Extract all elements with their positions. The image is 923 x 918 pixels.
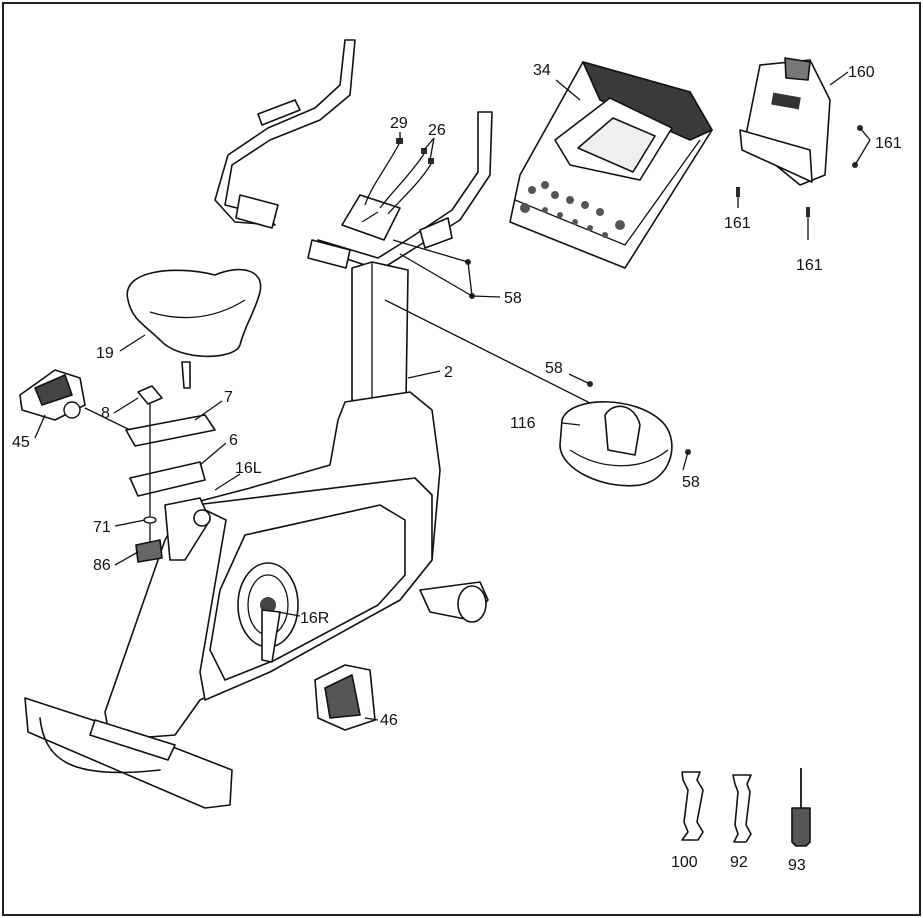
washer-71 xyxy=(143,516,157,524)
label-86: 86 xyxy=(93,557,111,574)
label-6: 6 xyxy=(229,432,238,449)
wrench-92-part xyxy=(732,774,752,843)
label-16L: 16L xyxy=(235,460,262,477)
label-7: 7 xyxy=(224,389,233,406)
label-116: 116 xyxy=(510,415,536,432)
label-46: 46 xyxy=(380,712,398,729)
bottle-holder-part xyxy=(559,401,673,487)
label-160: 160 xyxy=(848,64,875,81)
bolts-29-26 xyxy=(396,138,434,164)
console-part xyxy=(509,61,713,269)
label-2: 2 xyxy=(444,364,453,381)
pedal-left-part xyxy=(19,369,86,421)
label-16R: 16R xyxy=(300,610,329,627)
label-92: 92 xyxy=(730,854,748,871)
label-19: 19 xyxy=(96,345,114,362)
label-93: 93 xyxy=(788,857,806,874)
label-58-handlebar: 58 xyxy=(504,290,522,307)
wrench-100-part xyxy=(681,771,704,841)
label-161-right: 161 xyxy=(875,135,902,152)
pedal-right-part xyxy=(314,664,376,731)
label-34: 34 xyxy=(533,62,551,79)
label-161-bottom: 161 xyxy=(796,257,823,274)
console-bracket-part xyxy=(739,57,831,186)
knob-86 xyxy=(135,539,163,563)
label-8: 8 xyxy=(101,405,110,422)
label-29: 29 xyxy=(390,115,408,132)
label-58-holder-bottom: 58 xyxy=(682,474,700,491)
label-100: 100 xyxy=(671,854,698,871)
handlebar-part xyxy=(214,39,493,271)
label-58-holder-top: 58 xyxy=(545,360,563,377)
label-26: 26 xyxy=(428,122,446,139)
frame-body-part xyxy=(24,391,489,809)
label-45: 45 xyxy=(12,434,30,451)
label-161-left: 161 xyxy=(724,215,751,232)
plate-part-8 xyxy=(137,385,163,405)
screwdriver-93-part xyxy=(791,768,811,847)
seat-part xyxy=(126,268,262,389)
seat-slider-part-6 xyxy=(129,461,206,497)
leader-lines xyxy=(34,71,871,721)
seat-slider-part-7 xyxy=(125,414,216,447)
label-71: 71 xyxy=(93,519,111,536)
